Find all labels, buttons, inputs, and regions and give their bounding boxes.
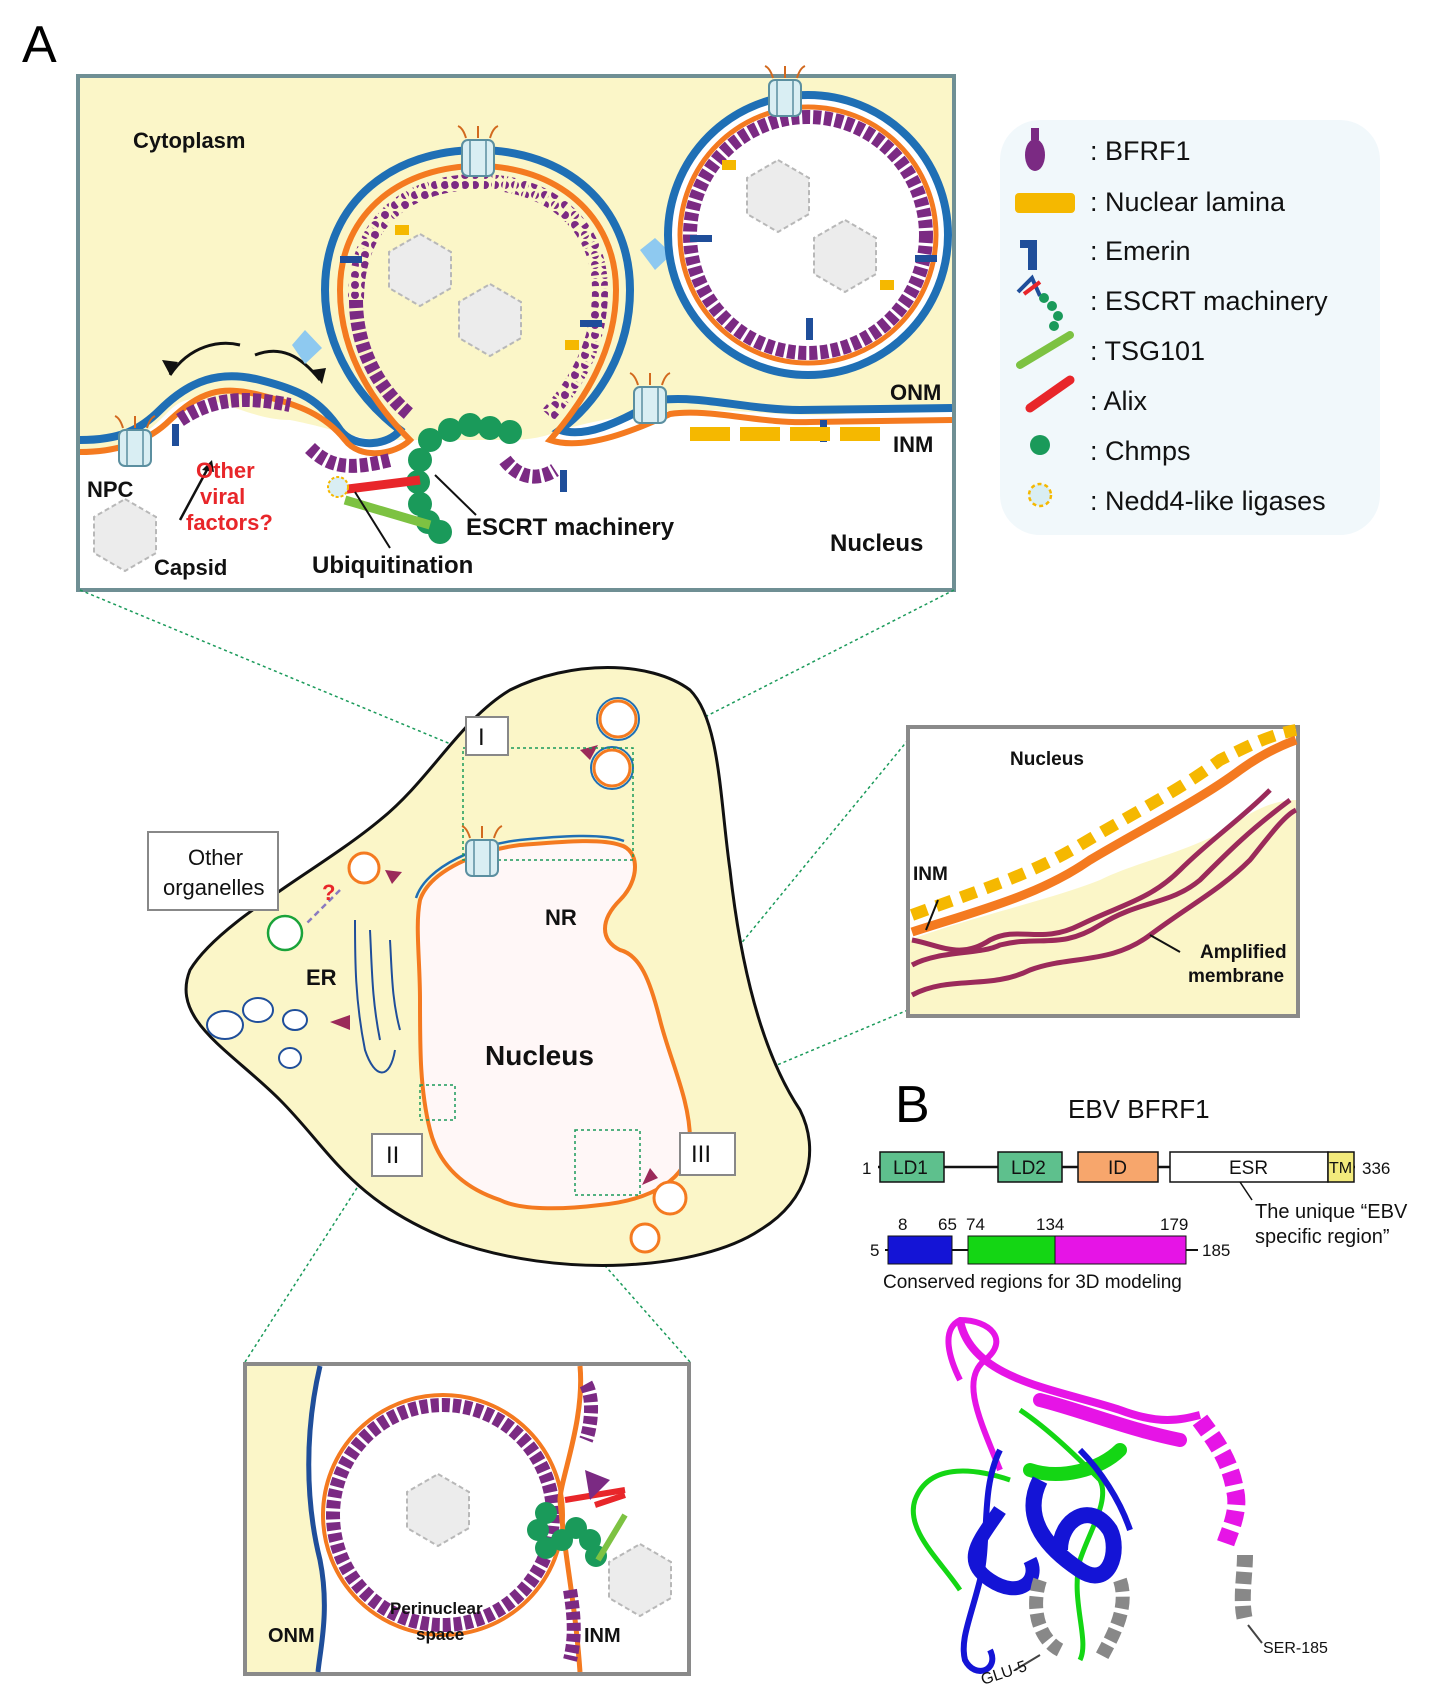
legend-chmps: : Chmps	[1090, 436, 1191, 466]
region-tick-74: 74	[966, 1215, 985, 1234]
region-tick-179: 179	[1160, 1215, 1188, 1234]
domain-esr	[1169, 1151, 1329, 1183]
domain-id-label: ID	[1108, 1158, 1127, 1179]
panel-b-title: EBV BFRF1	[1068, 1094, 1210, 1124]
legend-emerin: : Emerin	[1090, 236, 1191, 266]
escrt-chain	[406, 413, 522, 544]
label-amplified-1: Amplified	[1200, 942, 1287, 963]
domain-ld1-label: LD1	[893, 1158, 928, 1179]
emerin-icon	[1020, 240, 1037, 270]
legend-tsg101: : TSG101	[1090, 336, 1205, 366]
tsg101-icon	[1016, 331, 1074, 369]
label-npc: NPC	[87, 477, 134, 502]
domain-tm	[1327, 1151, 1355, 1183]
label-cytoplasm: Cytoplasm	[133, 128, 245, 153]
legend: : BFRF1 : Nuclear lamina : Emerin : ESCR…	[1000, 120, 1380, 535]
region-caption: Conserved regions for 3D modeling	[883, 1272, 1182, 1293]
alix-icon	[1025, 375, 1075, 413]
label-er: ER	[306, 965, 337, 990]
bfrf1-icon	[1025, 128, 1045, 171]
domain-ld1	[879, 1151, 945, 1183]
legend-nedd4: : Nedd4-like ligases	[1090, 486, 1326, 516]
label-nr: NR	[545, 905, 577, 930]
domain-ld2	[997, 1151, 1063, 1183]
region-tick-65: 65	[938, 1215, 957, 1234]
region-blue	[887, 1235, 953, 1265]
region-tick-8: 8	[898, 1215, 907, 1234]
label-other-viral-3: factors?	[186, 510, 273, 535]
label-amplified-2: membrane	[1188, 966, 1284, 987]
lamina-icon	[1015, 193, 1075, 213]
right-inset: Nucleus INM Amplified membrane	[906, 724, 1300, 1018]
bottom-inset: ONM Perinuclear space INM	[243, 1362, 691, 1676]
nedd4-icon	[1027, 482, 1053, 508]
esr-note-1: The unique “EBV	[1255, 1201, 1408, 1223]
label-escrt: ESCRT machinery	[466, 514, 675, 541]
label-ser185: SER-185	[1263, 1640, 1328, 1657]
label-question: ?	[322, 880, 335, 905]
legend-escrt: : ESCRT machinery	[1090, 286, 1328, 316]
legend-bfrf1: : BFRF1	[1090, 136, 1191, 166]
label-other-organelles-1: Other	[188, 845, 243, 870]
panel-b: B EBV BFRF1 1 336 LD1 LD2 ID ESR TM The …	[862, 1076, 1408, 1689]
legend-lamina: : Nuclear lamina	[1090, 187, 1286, 217]
legend-alix: : Alix	[1090, 386, 1148, 416]
domain-esr-label: ESR	[1229, 1158, 1268, 1179]
domain-ld2-label: LD2	[1011, 1158, 1046, 1179]
label-box-i: I	[478, 724, 485, 751]
domain-start: 1	[862, 1159, 871, 1178]
escrt-icon	[1016, 274, 1063, 331]
label-inm-bottom: INM	[584, 1625, 621, 1647]
label-other-organelles-2: organelles	[163, 875, 265, 900]
cell: I II III Other organelles ? ER NR Nucleu…	[147, 666, 812, 1267]
chmps-icon	[1030, 435, 1050, 455]
panel-a-letter: A	[22, 16, 57, 74]
label-capsid: Capsid	[154, 555, 227, 580]
panel-b-letter: B	[895, 1076, 930, 1134]
esr-note-2: specific region”	[1255, 1226, 1390, 1248]
label-other-viral-1: Other	[196, 458, 255, 483]
region-tick-134: 134	[1036, 1215, 1064, 1234]
region-start: 5	[870, 1241, 879, 1260]
label-perinuclear-2: space	[416, 1625, 464, 1644]
label-other-viral-2: viral	[200, 484, 245, 509]
label-ubiquitination: Ubiquitination	[312, 552, 473, 579]
label-inm-top: INM	[893, 432, 933, 457]
domain-tm-label: TM	[1329, 1160, 1352, 1177]
label-nucleus-cell: Nucleus	[485, 1040, 594, 1071]
label-perinuclear-1: Perinuclear	[390, 1599, 483, 1618]
region-end: 185	[1202, 1241, 1230, 1260]
onm-membrane	[79, 145, 953, 448]
domain-end: 336	[1362, 1159, 1390, 1178]
label-box-iii: III	[691, 1141, 711, 1168]
domain-id	[1077, 1151, 1159, 1183]
label-inm-right: INM	[913, 864, 948, 885]
label-onm-bottom: ONM	[268, 1625, 315, 1647]
region-magenta	[1054, 1235, 1187, 1265]
label-nucleus-top: Nucleus	[830, 530, 923, 557]
label-box-ii: II	[386, 1142, 399, 1169]
released-vesicle	[664, 65, 952, 379]
label-nucleus-right: Nucleus	[1010, 749, 1084, 770]
protein-structure: SER-185 GLU-5	[910, 1316, 1328, 1689]
region-green	[967, 1235, 1056, 1265]
label-glu5: GLU-5	[979, 1658, 1029, 1689]
label-onm-top: ONM	[890, 380, 941, 405]
